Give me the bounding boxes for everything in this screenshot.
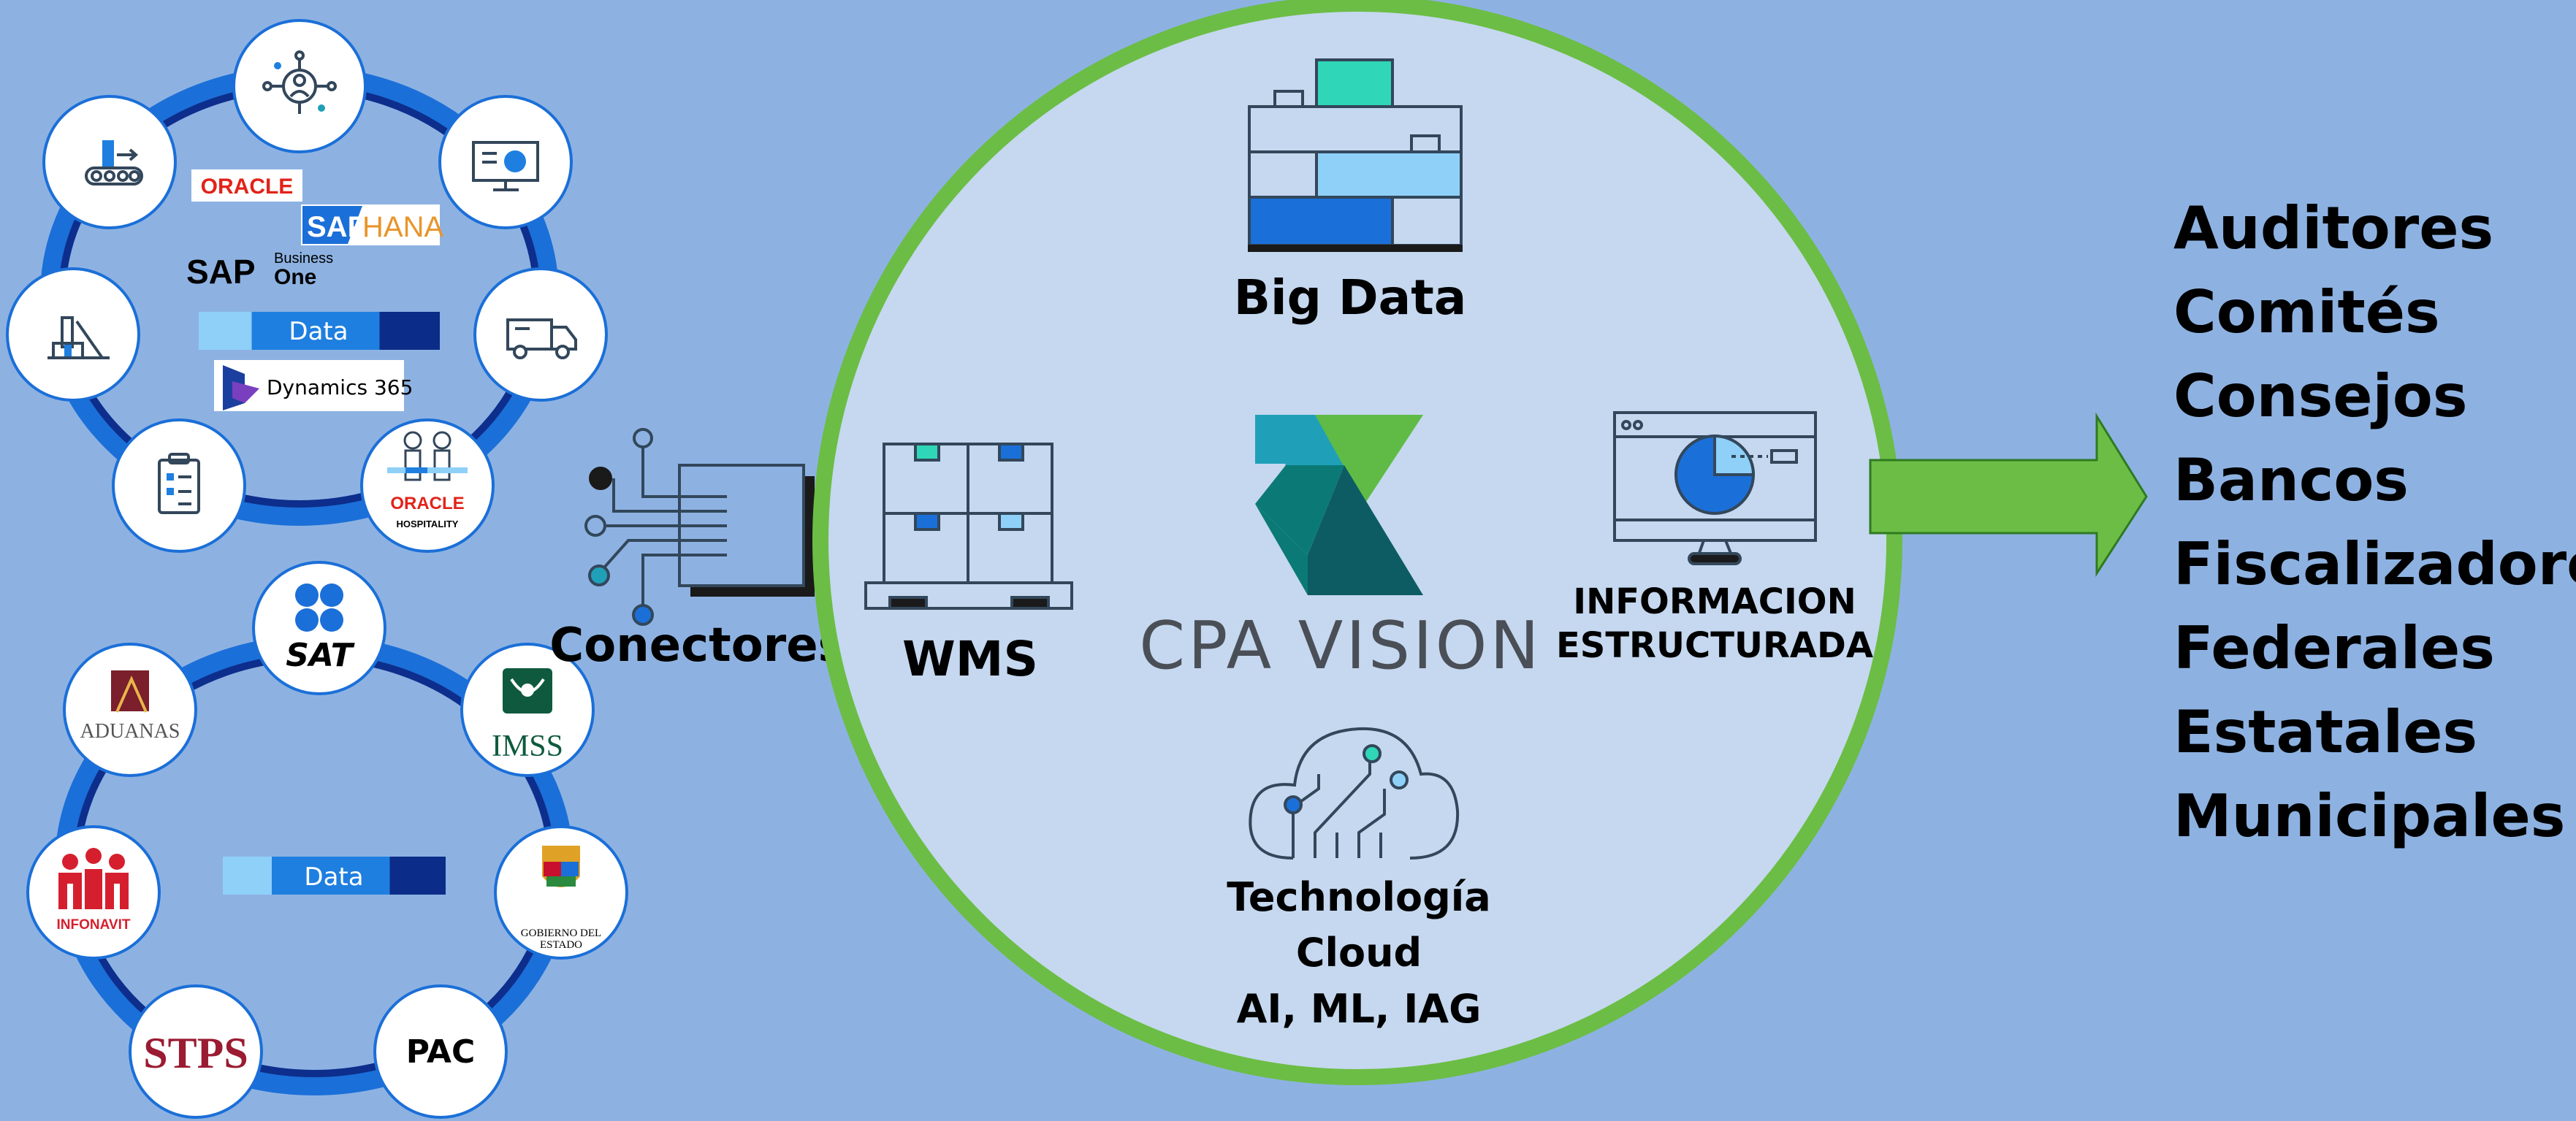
oracle-logo: ORACLE	[191, 169, 302, 202]
sap-business-one-logo: SAP Business One	[186, 250, 333, 291]
big-data-label: Big Data	[1234, 269, 1467, 326]
sap-hana-logo: SAP HANA	[301, 204, 443, 245]
tech-label-line2: Cloud	[1296, 930, 1422, 976]
gov-node-pac: PAC	[373, 984, 508, 1119]
oracle-hospitality-sub: HOSPITALITY	[397, 519, 459, 529]
gobierno-shield-icon	[542, 846, 580, 887]
erp-node-checklist	[112, 418, 246, 553]
tech-label-line3: AI, ML, IAG	[1237, 986, 1482, 1032]
monitor-chart-icon	[472, 141, 539, 191]
cpa-vision-logo-mark	[1255, 415, 1423, 595]
audience-item: Estatales	[2173, 698, 2478, 766]
aduanas-text: ADUANAS	[80, 720, 180, 743]
dynamics-text: Dynamics 365	[267, 375, 413, 399]
structured-info-monitor-icon	[1613, 411, 1817, 565]
sat-icon	[295, 584, 343, 632]
cloud-tech-icon	[1249, 727, 1460, 860]
audience-item: Comités	[2173, 278, 2440, 346]
imss-text: IMSS	[492, 730, 563, 763]
infonavit-icon	[58, 848, 129, 909]
gov-data-label: Data	[304, 862, 363, 892]
output-arrow	[1869, 412, 2148, 578]
dynamics-365-logo: Dynamics 365	[214, 360, 413, 411]
wms-label: WMS	[902, 631, 1038, 687]
audience-item: Auditores	[2173, 194, 2494, 262]
oracle-hospitality-brand: ORACLE	[390, 494, 464, 513]
conveyor-icon	[85, 140, 143, 185]
connectors-icon	[584, 428, 815, 626]
hospitality-people-icon	[387, 431, 468, 481]
sap-b1-business-text: Business	[274, 250, 333, 267]
sap-b1-sap-text: SAP	[186, 253, 256, 291]
stps-text: STPS	[143, 1029, 248, 1077]
truck-icon	[506, 318, 577, 359]
dynamics-icon	[223, 365, 259, 410]
cpa-vision-logo-text: CPA VISION	[1139, 608, 1542, 684]
erp-ring-group: ORACLE HOSPITALITY ORACLE SAP HANA SAP B…	[6, 19, 608, 553]
gobierno-text-line2: ESTADO	[540, 939, 582, 951]
audience-item: Consejos	[2173, 362, 2468, 430]
erp-node-truck	[473, 267, 608, 402]
erp-node-monitor-chart	[438, 95, 573, 229]
aduanas-icon	[111, 670, 149, 713]
gov-node-gobierno: GOBIERNO DEL ESTADO	[494, 825, 628, 960]
audience-item: Bancos	[2173, 446, 2409, 514]
audience-list: Auditores Comités Consejos Bancos Fiscal…	[2173, 186, 2576, 858]
gobierno-text-line1: GOBIERNO DEL	[521, 927, 601, 939]
erp-node-oracle-hospitality: ORACLE HOSPITALITY	[360, 418, 495, 553]
erp-node-person-network	[232, 19, 367, 153]
connectors-label: Conectores	[549, 619, 845, 673]
sap-b1-one-text: One	[274, 265, 316, 289]
factory-icon	[47, 316, 110, 359]
gov-node-stps: STPS	[129, 984, 263, 1119]
erp-node-conveyor	[42, 95, 177, 229]
pac-text: PAC	[406, 1033, 476, 1071]
erp-data-bar: Data	[199, 312, 440, 350]
gov-data-bar: Data	[223, 857, 446, 895]
erp-data-label: Data	[289, 317, 348, 346]
audience-item: Federales	[2173, 614, 2495, 682]
gov-node-aduanas: ADUANAS	[63, 643, 197, 777]
erp-node-factory	[6, 267, 140, 402]
info-label-line1: INFORMACION	[1573, 581, 1856, 622]
checklist-icon	[158, 453, 200, 514]
gov-ring-group: SAT ADUANAS IMSS	[26, 561, 628, 1119]
person-network-icon	[262, 50, 337, 114]
wms-pallet-icon	[864, 443, 1073, 610]
audience-item: Fiscalizadores	[2173, 530, 2576, 598]
tech-label-line1: Technología	[1227, 874, 1491, 920]
sap-hana-sap-text: SAP	[307, 211, 367, 243]
oracle-logo-text: ORACLE	[201, 175, 294, 199]
infonavit-text: INFONAVIT	[57, 917, 131, 933]
gov-node-imss: IMSS	[460, 643, 595, 777]
gov-node-sat: SAT	[252, 561, 386, 695]
big-data-icon	[1248, 58, 1463, 252]
sat-text: SAT	[286, 637, 355, 674]
info-label-line2: ESTRUCTURADA	[1556, 625, 1873, 666]
imss-icon	[503, 668, 552, 713]
sap-hana-hana-text: HANA	[362, 211, 443, 243]
gov-node-infonavit: INFONAVIT	[26, 825, 161, 960]
audience-item: Municipales	[2173, 782, 2566, 850]
